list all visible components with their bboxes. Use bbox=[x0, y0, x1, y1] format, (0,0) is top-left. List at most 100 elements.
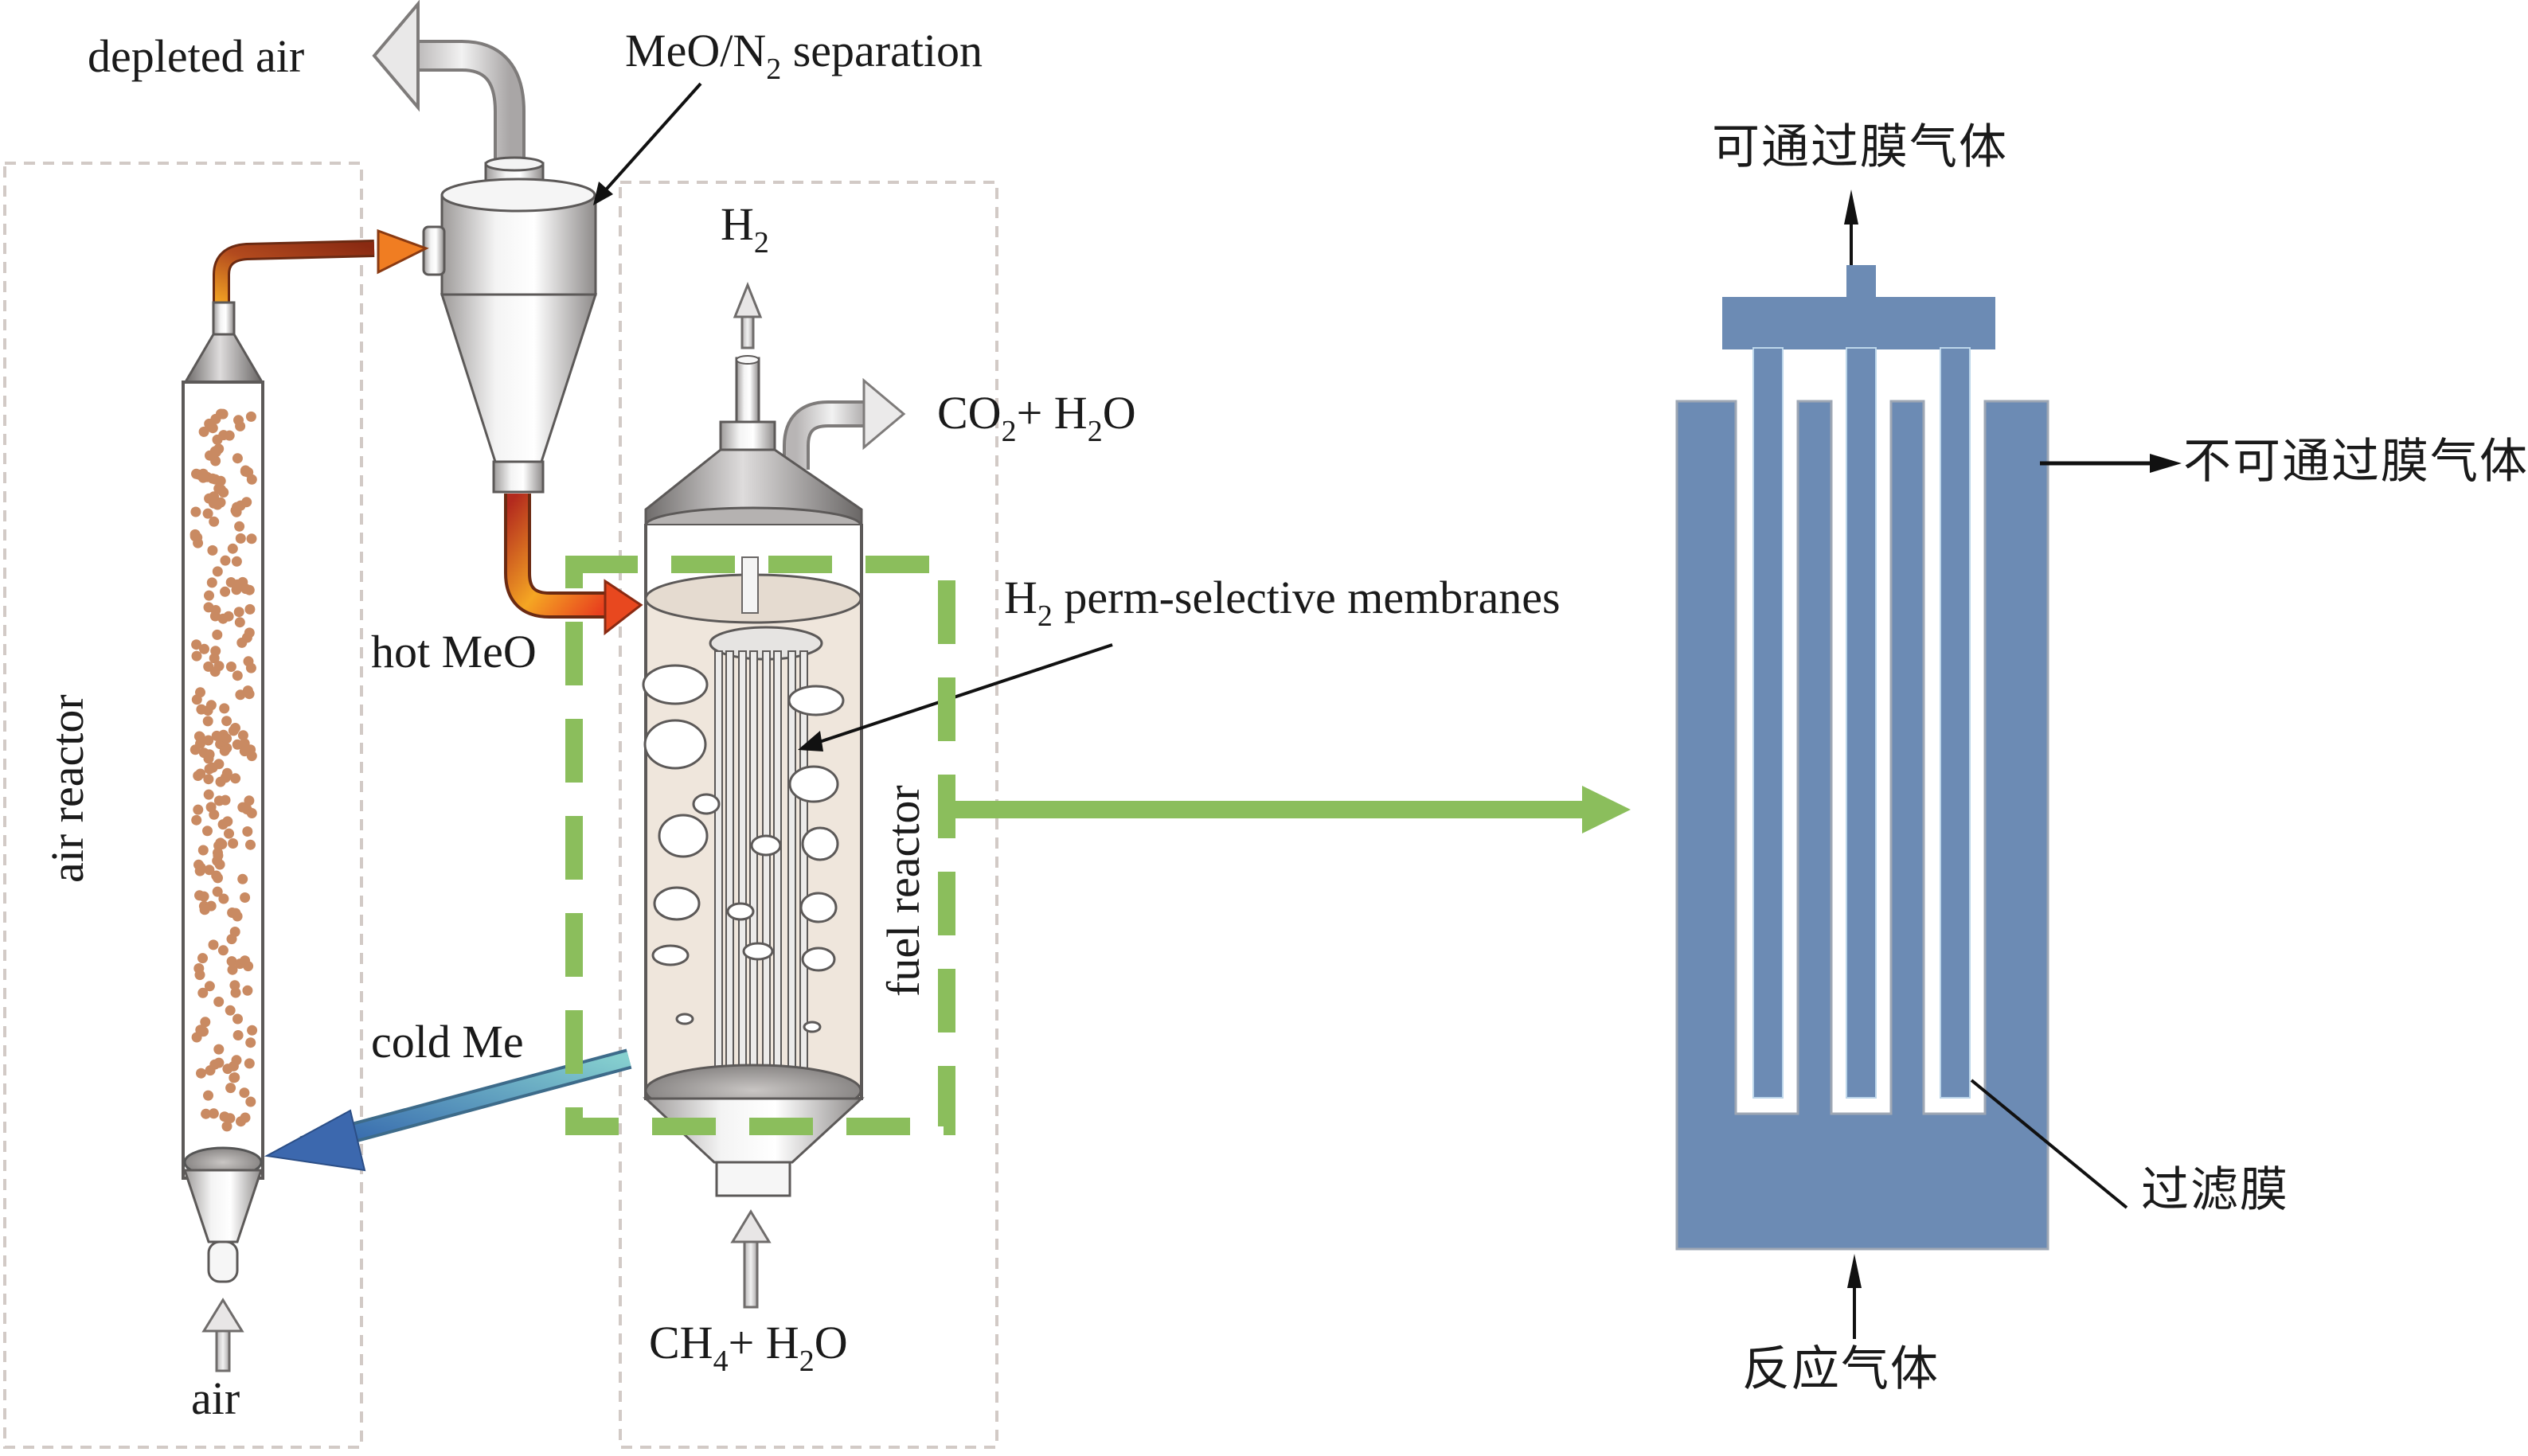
particle bbox=[212, 629, 223, 640]
particle bbox=[244, 603, 256, 615]
particle bbox=[204, 981, 215, 992]
membrane-tube bbox=[749, 650, 758, 1086]
membrane-tube-bundle bbox=[714, 650, 808, 1086]
particle bbox=[246, 808, 257, 818]
separation-label-subscript: 2 bbox=[766, 53, 782, 86]
feed-h2o-tail: O bbox=[814, 1317, 848, 1368]
particle bbox=[191, 814, 202, 826]
ch4-main: CH bbox=[649, 1317, 713, 1368]
separation-pointer bbox=[593, 82, 702, 205]
permeate-outlet-nub bbox=[1846, 265, 1876, 299]
gas-bubble bbox=[642, 664, 709, 705]
gas-bubble bbox=[675, 1013, 694, 1025]
particle bbox=[230, 505, 241, 516]
particle bbox=[216, 484, 227, 495]
co2-h2o-label: CO2+ H2O bbox=[937, 387, 1136, 447]
membrane-tube bbox=[773, 650, 782, 1086]
particle bbox=[213, 661, 225, 672]
particle bbox=[204, 590, 214, 601]
permeate-gas-label: 可通过膜气体 bbox=[1712, 119, 2008, 175]
particle bbox=[202, 826, 213, 837]
particle bbox=[204, 418, 215, 429]
gas-bubble bbox=[750, 834, 782, 857]
particle bbox=[226, 956, 237, 967]
particle bbox=[227, 964, 238, 975]
particle bbox=[202, 508, 213, 519]
particle bbox=[239, 1087, 250, 1099]
particle bbox=[242, 826, 253, 837]
gas-bubble bbox=[803, 1021, 822, 1033]
particle bbox=[201, 1108, 212, 1119]
particle bbox=[235, 420, 246, 431]
particle bbox=[224, 828, 234, 839]
membrane-tube bbox=[738, 650, 747, 1086]
membrane-pointer bbox=[798, 643, 1113, 751]
particle bbox=[195, 1025, 206, 1036]
particle bbox=[221, 1121, 232, 1132]
particle bbox=[207, 545, 218, 556]
depleted-air-arrow bbox=[372, 0, 526, 203]
reactant-arrow bbox=[1847, 1254, 1862, 1339]
gas-bubble bbox=[643, 719, 707, 770]
particle bbox=[221, 733, 232, 744]
separation-label-prefix: MeO/N bbox=[625, 25, 767, 76]
gas-bubble bbox=[653, 886, 701, 921]
particle bbox=[228, 838, 239, 849]
particle bbox=[190, 506, 201, 517]
particle bbox=[230, 723, 240, 733]
particle bbox=[246, 474, 257, 485]
particle bbox=[219, 703, 230, 714]
particle bbox=[190, 531, 201, 542]
particle bbox=[198, 426, 209, 437]
h2-outlet-arrow bbox=[733, 281, 763, 349]
gas-bubble bbox=[651, 944, 690, 966]
particle bbox=[247, 1025, 258, 1036]
particle bbox=[245, 1037, 256, 1048]
gas-bubble bbox=[742, 942, 774, 961]
particle bbox=[235, 689, 246, 701]
particle bbox=[197, 953, 208, 964]
air-inlet-arrow bbox=[201, 1298, 244, 1372]
particle bbox=[203, 789, 214, 800]
membrane-tube bbox=[799, 650, 808, 1086]
particle bbox=[230, 773, 241, 784]
particle bbox=[195, 768, 206, 779]
h2o-tail: O bbox=[1102, 387, 1136, 439]
particle bbox=[232, 1013, 243, 1025]
particle bbox=[197, 468, 209, 479]
particle bbox=[225, 577, 236, 587]
detail-link-arrow bbox=[955, 786, 1631, 833]
particle bbox=[220, 555, 231, 566]
air-reactor-boundary bbox=[3, 162, 363, 1449]
particle bbox=[195, 687, 205, 698]
particle bbox=[245, 1096, 256, 1107]
retentate-gas-label: 不可通过膜气体 bbox=[2183, 434, 2528, 490]
h2o-subscript: 2 bbox=[1087, 415, 1103, 448]
cold-me-label: cold Me bbox=[371, 1016, 524, 1068]
h2-product-subscript: 2 bbox=[753, 226, 769, 260]
particle bbox=[228, 1060, 239, 1072]
membranes-subscript: 2 bbox=[1037, 599, 1053, 633]
membranes-label: H2 perm-selective membranes bbox=[1004, 575, 1561, 632]
particle bbox=[206, 577, 217, 588]
particle bbox=[240, 955, 251, 966]
particle bbox=[207, 762, 218, 773]
particle bbox=[203, 661, 214, 672]
particle bbox=[197, 845, 209, 856]
co2-main: CO bbox=[937, 387, 1002, 439]
filter-membrane-label: 过滤膜 bbox=[2141, 1162, 2289, 1218]
particle bbox=[235, 533, 246, 544]
cyclone-separator bbox=[422, 156, 598, 494]
particle bbox=[203, 774, 214, 785]
gas-bubble bbox=[799, 892, 838, 923]
particle bbox=[202, 716, 213, 727]
permeate-header bbox=[1722, 297, 1995, 349]
particle bbox=[193, 859, 204, 870]
particle bbox=[215, 475, 226, 486]
module-housing bbox=[1675, 400, 2049, 1251]
particle bbox=[200, 1017, 211, 1028]
gas-bubble bbox=[692, 793, 721, 815]
filter-membrane-pointer bbox=[1970, 1079, 2128, 1209]
particle bbox=[212, 566, 223, 577]
gas-bubble bbox=[801, 947, 836, 972]
